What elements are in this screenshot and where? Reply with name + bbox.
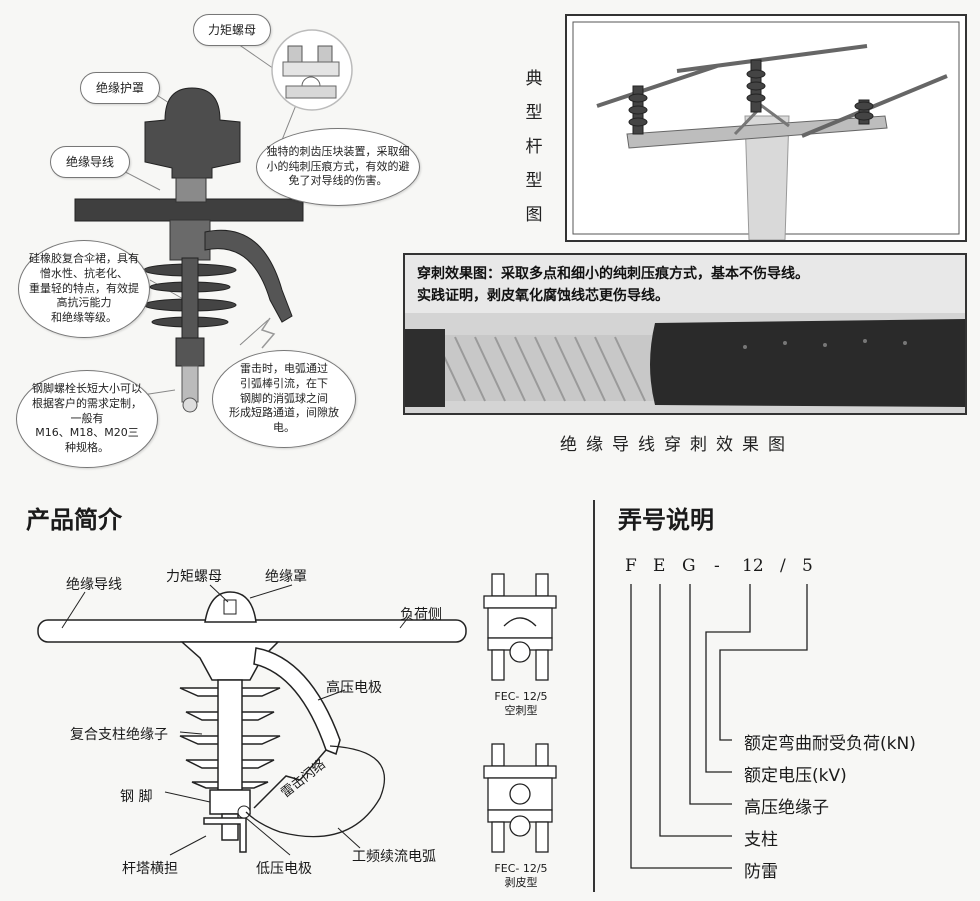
code-12: 12 (742, 556, 764, 576)
legend-post: 支柱 (744, 830, 778, 850)
callout-insulated-wire: 绝缘导线 (50, 146, 130, 178)
fec-stripping-caption: FEC- 12/5 剥皮型 (494, 862, 548, 889)
typical-pole-title: 典 型 杆 型 图 (525, 69, 543, 225)
piercing-effect-caption: 绝缘导线穿刺效果图 (560, 435, 794, 455)
piercing-effect-image: 穿刺效果图：采取多点和细小的纯刺压痕方式，基本不伤导线。 实践证明，剥皮氧化腐蚀… (403, 253, 967, 415)
label-insulation-cover: 绝缘罩 (265, 569, 307, 585)
label-composite-insulator: 复合支柱绝缘子 (70, 727, 168, 743)
code-g: G (682, 556, 696, 576)
callout-torque-nut: 力矩螺母 (193, 14, 271, 46)
legend-hv-insulator: 高压绝缘子 (744, 798, 829, 818)
label-torque-nut: 力矩螺母 (166, 569, 222, 585)
code-slash: / (780, 556, 786, 576)
legend-lightning-protection: 防雷 (744, 862, 778, 882)
callout-lightning: 雷击时，电弧通过引弧棒引流，在下钢脚的消弧球之间形成短路通道，间隙放电。 (212, 350, 356, 448)
fec-stripping-clamp-drawing (483, 743, 557, 853)
code-f: F (625, 556, 637, 576)
model-code-leader-lines (630, 584, 808, 869)
fec-piercing-caption: FEC- 12/5 空刺型 (494, 690, 548, 717)
label-insulated-wire: 绝缘导线 (66, 577, 122, 593)
label-hv-electrode: 高压电极 (326, 680, 382, 696)
code-e: E (653, 556, 666, 576)
callout-silicone-skirt: 硅橡胶复合伞裙，具有憎水性、抗老化、重量轻的特点，有效提高抗污能力和绝缘等级。 (18, 240, 150, 338)
legend-rated-voltage: 额定电压(kV) (744, 766, 847, 786)
model-description-heading: 弄号说明 (618, 505, 714, 534)
label-follow-arc: 工频续流电弧 (352, 849, 436, 865)
label-load-side: 负荷侧 (400, 607, 442, 623)
piercing-effect-text: 穿刺效果图：采取多点和细小的纯刺压痕方式，基本不伤导线。 实践证明，剥皮氧化腐蚀… (417, 266, 809, 304)
code-dash: - (714, 556, 720, 576)
label-tower-crossarm: 杆塔横担 (122, 861, 178, 877)
label-steel-foot: 钢 脚 (120, 789, 153, 805)
callout-piercing-block: 独特的刺齿压块装置，采取细小的纯刺压痕方式，有效的避免了对导线的伤害。 (256, 128, 420, 206)
section-divider (593, 500, 595, 892)
arrester-product-illustration (74, 29, 353, 413)
label-lv-electrode: 低压电极 (256, 861, 312, 877)
callout-insulation-cover: 绝缘护罩 (80, 72, 160, 104)
code-5: 5 (802, 556, 813, 576)
product-intro-diagram (37, 584, 467, 856)
typical-pole-image (565, 14, 967, 242)
fec-piercing-clamp-drawing (483, 573, 557, 681)
legend-bending-load: 额定弯曲耐受负荷(kN) (744, 734, 916, 754)
product-intro-heading: 产品简介 (26, 505, 122, 534)
